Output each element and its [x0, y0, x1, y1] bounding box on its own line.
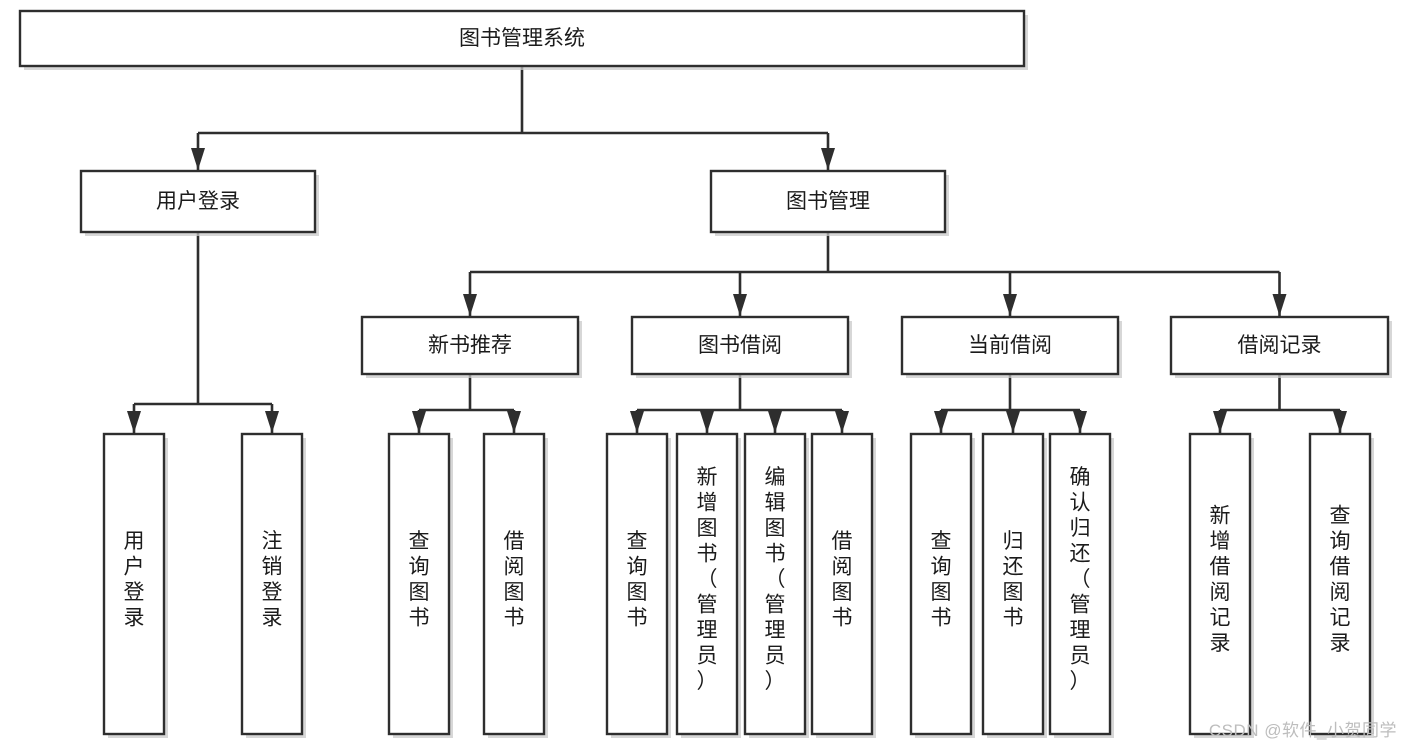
node-label: 借阅图书	[832, 530, 853, 630]
node-bb-borrow-book[interactable]: 借阅图书	[810, 432, 876, 738]
node-box[interactable]	[482, 432, 546, 736]
arrowhead-icon	[1073, 411, 1087, 433]
node-box[interactable]	[605, 432, 669, 736]
node-label: 归还图书	[1003, 530, 1024, 630]
node-label: 新增图书（管理员）	[697, 466, 718, 693]
edges-layer	[127, 66, 1347, 433]
node-label: 当前借阅	[968, 334, 1052, 357]
node-box[interactable]	[743, 432, 807, 736]
node-cb-query-book[interactable]: 查询图书	[909, 432, 975, 738]
arrowhead-icon	[733, 294, 747, 316]
node-label: 编辑图书（管理员）	[765, 466, 786, 693]
node-bb-query-book[interactable]: 查询图书	[605, 432, 671, 738]
arrowhead-icon	[127, 411, 141, 433]
node-label: 图书管理系统	[459, 27, 585, 50]
arrowhead-icon	[821, 148, 835, 170]
node-new-book-recommend[interactable]: 新书推荐	[360, 315, 582, 378]
node-label: 注销登录	[262, 530, 283, 630]
node-current-borrow[interactable]: 当前借阅	[900, 315, 1122, 378]
node-label: 用户登录	[124, 530, 145, 630]
arrowhead-icon	[1213, 411, 1227, 433]
node-nbr-query-book[interactable]: 查询图书	[387, 432, 453, 738]
node-label: 确认归还（管理员）	[1070, 466, 1091, 693]
arrowhead-icon	[1333, 411, 1347, 433]
arrowhead-icon	[835, 411, 849, 433]
node-book-manage[interactable]: 图书管理	[709, 169, 949, 236]
node-br-query-record[interactable]: 查询借阅记录	[1308, 432, 1374, 738]
node-label: 查询图书	[409, 530, 430, 630]
node-box[interactable]	[387, 432, 451, 736]
node-label: 借阅记录	[1238, 334, 1322, 357]
node-br-add-record[interactable]: 新增借阅记录	[1188, 432, 1254, 738]
arrowhead-icon	[768, 411, 782, 433]
node-bb-edit-book[interactable]: 编辑图书（管理员）	[743, 432, 809, 738]
node-box[interactable]	[675, 432, 739, 736]
node-label: 新增借阅记录	[1210, 504, 1231, 655]
node-box[interactable]	[909, 432, 973, 736]
node-box[interactable]	[709, 169, 947, 234]
arrowhead-icon	[1003, 294, 1017, 316]
node-box[interactable]	[102, 432, 166, 736]
node-label: 图书管理	[786, 190, 870, 213]
node-nbr-borrow-book[interactable]: 借阅图书	[482, 432, 548, 738]
arrowhead-icon	[265, 411, 279, 433]
node-borrow-record[interactable]: 借阅记录	[1169, 315, 1392, 378]
node-label: 查询图书	[931, 530, 952, 630]
node-box[interactable]	[1169, 315, 1390, 376]
node-root[interactable]: 图书管理系统	[18, 9, 1028, 70]
node-label: 查询借阅记录	[1330, 504, 1351, 655]
node-box[interactable]	[240, 432, 304, 736]
arrowhead-icon	[463, 294, 477, 316]
node-user-logout[interactable]: 注销登录	[240, 432, 306, 738]
arrowhead-icon	[700, 411, 714, 433]
arrowhead-icon	[934, 411, 948, 433]
node-user-login[interactable]: 用户登录	[79, 169, 319, 236]
node-label: 图书借阅	[698, 334, 782, 357]
node-label: 用户登录	[156, 190, 240, 213]
node-box[interactable]	[1188, 432, 1252, 736]
node-bb-add-book[interactable]: 新增图书（管理员）	[675, 432, 741, 738]
node-box[interactable]	[1308, 432, 1372, 736]
arrowhead-icon	[191, 148, 205, 170]
node-cb-confirm-return[interactable]: 确认归还（管理员）	[1048, 432, 1114, 738]
node-box[interactable]	[1048, 432, 1112, 736]
arrowhead-icon	[507, 411, 521, 433]
node-box[interactable]	[810, 432, 874, 736]
node-box[interactable]	[630, 315, 850, 376]
node-label: 借阅图书	[504, 530, 525, 630]
node-label: 查询图书	[627, 530, 648, 630]
arrowhead-icon	[1272, 294, 1287, 316]
node-box[interactable]	[360, 315, 580, 376]
node-box[interactable]	[981, 432, 1045, 736]
arrowhead-icon	[630, 411, 644, 433]
csdn-watermark: CSDN @软件_小贺同学	[1208, 721, 1397, 740]
node-box[interactable]	[900, 315, 1120, 376]
node-label: 新书推荐	[428, 334, 512, 357]
node-book-borrow[interactable]: 图书借阅	[630, 315, 852, 378]
node-box[interactable]	[18, 9, 1026, 68]
node-user-login-do[interactable]: 用户登录	[102, 432, 168, 738]
node-cb-return-book[interactable]: 归还图书	[981, 432, 1047, 738]
arrowhead-icon	[412, 411, 426, 433]
nodes-layer: 图书管理系统用户登录用户登录注销登录图书管理新书推荐查询图书借阅图书图书借阅查询…	[18, 9, 1392, 738]
arrowhead-icon	[1006, 411, 1020, 433]
node-box[interactable]	[79, 169, 317, 234]
